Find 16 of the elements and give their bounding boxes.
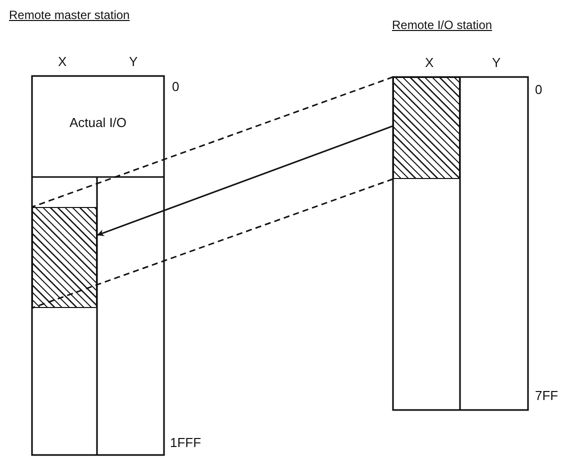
column-heading: Y bbox=[129, 55, 138, 68]
column-heading: X bbox=[58, 55, 67, 68]
arrow bbox=[96, 125, 394, 236]
column-heading: X bbox=[425, 56, 434, 69]
dashed-projection-line bbox=[32, 76, 394, 208]
dashed-projection-line bbox=[32, 178, 394, 309]
address-label: 1FFF bbox=[170, 436, 202, 449]
section-heading: Remote I/O station bbox=[392, 19, 492, 31]
section-heading: Remote master station bbox=[9, 9, 130, 21]
hatched-memory-area bbox=[393, 77, 460, 179]
hatched-memory-area bbox=[32, 207, 97, 308]
address-label: 0 bbox=[172, 80, 180, 93]
address-label: 7FF bbox=[535, 389, 558, 402]
address-label: 0 bbox=[535, 83, 542, 96]
area-label: Actual I/O bbox=[69, 115, 127, 130]
column-heading: Y bbox=[492, 56, 501, 69]
